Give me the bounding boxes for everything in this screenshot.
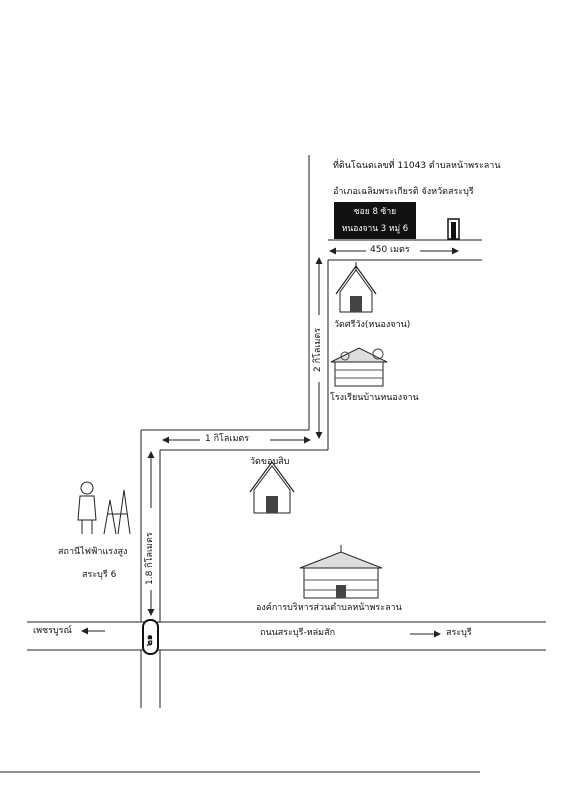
sao-office-label: องค์การบริหารส่วนตำบลหน้าพระลาน [256, 603, 402, 613]
school-label: โรงเรียนบ้านหนองจาน [330, 393, 419, 403]
to-petchabun-label: เพชรบูรณ์ [33, 626, 72, 636]
distance-450m-label: 450 เมตร [370, 245, 410, 255]
power-station-icon [77, 481, 131, 535]
to-saraburi-label: สระบุรี [446, 628, 472, 638]
power-station-label-1: สถานีไฟฟ้าแรงสูง [58, 547, 128, 557]
temple-icon [335, 262, 377, 313]
school-icon [330, 347, 388, 387]
distance-1km-label: 1 กิโลเมตร [205, 434, 250, 444]
main-road-label: ถนนสระบุรี-หล่มสัก [260, 628, 336, 638]
soi-line-1: ซอย 8 ซ้าย [353, 207, 397, 217]
land-district-label: อำเภอเฉลิมพระเกียรติ จังหวัดสระบุรี [333, 187, 474, 197]
temple-icon-khop-sip [249, 460, 295, 514]
route-shield-icon [142, 619, 159, 655]
wat-khop-sip-label: วัดขอบสิบ [250, 457, 290, 467]
house-icon [447, 218, 460, 240]
government-office-icon [299, 545, 383, 599]
soi-line-2: หนองจาน 3 หมู่ 6 [341, 224, 409, 234]
soi-box: ซอย 8 ซ้าย หนองจาน 3 หมู่ 6 [334, 202, 416, 239]
wat-si-rueang-label: วัดศรีวัง(หนองจาน) [334, 320, 411, 330]
route-number-label: ๒๑ [145, 634, 155, 646]
distance-1-8km-label: 1.8 กิโลเมตร [145, 532, 155, 585]
distance-2km-label: 2 กิโลเมตร [313, 327, 323, 372]
land-deed-label: ที่ดินโฉนดเลขที่ 11043 ตำบลหน้าพระลาน [333, 161, 501, 171]
power-station-label-2: สระบุรี 6 [82, 570, 117, 580]
